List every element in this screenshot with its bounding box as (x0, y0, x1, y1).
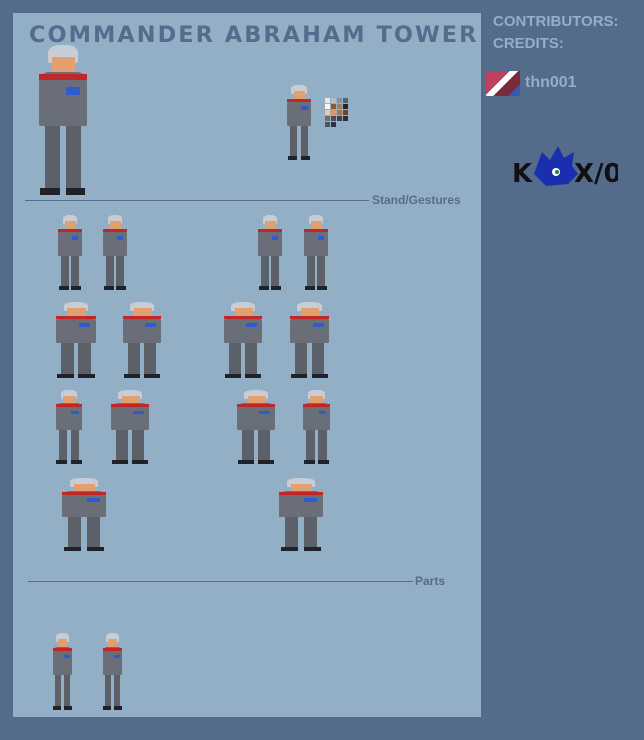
palette-swatch (325, 104, 330, 109)
color-palette (325, 98, 348, 127)
palette-swatch (325, 110, 330, 115)
character-sprite (252, 215, 288, 290)
palette-swatch (343, 98, 348, 103)
palette-swatch (337, 98, 342, 103)
palette-swatch (331, 110, 336, 115)
palette-swatch (331, 104, 336, 109)
character-sprite (50, 478, 118, 551)
palette-swatch (343, 104, 348, 109)
character-sprite (295, 390, 338, 464)
character-sprite (52, 215, 88, 290)
character-sprite (100, 390, 160, 464)
palette-swatch (343, 110, 348, 115)
sheet-title: COMMANDER ABRAHAM TOWER (29, 23, 479, 48)
character-sprite (48, 390, 90, 464)
character-sprite (97, 633, 128, 710)
section-label-parts: Parts (415, 574, 446, 588)
character-sprite (25, 45, 100, 195)
palette-swatch (331, 116, 336, 121)
character-sprite (97, 215, 133, 290)
palette-swatch (325, 116, 330, 121)
section-divider (28, 581, 413, 582)
palette-swatch (325, 122, 330, 127)
credits-label: CREDITS: (493, 35, 564, 52)
svg-text:K: K (512, 159, 533, 188)
character-sprite (112, 302, 172, 378)
svg-text:X/0: X/0 (574, 159, 618, 188)
section-divider (25, 200, 369, 201)
contributors-label: CONTRIBUTORS: (493, 13, 619, 30)
character-sprite (298, 215, 334, 290)
character-sprite (226, 390, 286, 464)
character-sprite (279, 302, 340, 378)
character-sprite (280, 85, 318, 160)
palette-swatch (331, 98, 336, 103)
section-label-stand-gestures: Stand/Gestures (372, 193, 461, 207)
palette-swatch (337, 104, 342, 109)
character-sprite (267, 478, 335, 551)
palette-swatch (331, 122, 336, 127)
credit-username[interactable]: thn001 (525, 74, 577, 91)
palette-swatch (337, 110, 342, 115)
character-sprite (45, 302, 107, 378)
palette-swatch (337, 116, 342, 121)
palette-swatch (343, 116, 348, 121)
palette-swatch (325, 98, 330, 103)
user-avatar[interactable] (486, 71, 520, 96)
character-sprite (47, 633, 78, 710)
character-sprite (213, 302, 273, 378)
user-logo: K X/0 (512, 146, 618, 188)
